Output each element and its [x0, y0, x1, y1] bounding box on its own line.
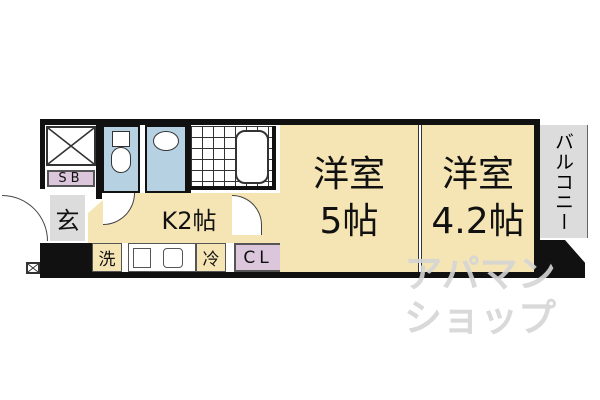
watermark-line2: ショップ [403, 296, 556, 340]
entrance: 玄 [50, 195, 85, 241]
room-size: 5帖 [319, 200, 379, 242]
storage-box [46, 126, 96, 166]
entry-door-swing [2, 195, 48, 241]
wall-inner [96, 119, 102, 199]
room-name: 洋室 [441, 153, 514, 195]
toilet-tank-icon [112, 131, 130, 147]
kitchen-label: K2帖 [161, 206, 217, 235]
fridge-space: 冷 [196, 243, 226, 272]
washer-space: 洗 [92, 243, 122, 272]
watermark-line1: アパマン [404, 252, 556, 296]
shoe-box: SB [47, 170, 95, 187]
toilet [102, 125, 140, 193]
room-size: 4.2帖 [431, 200, 525, 242]
wall-bottom [90, 272, 545, 278]
sliding-partition[interactable] [418, 125, 422, 272]
kitchen-counter [128, 243, 196, 272]
sink-icon [153, 131, 179, 151]
toilet-bowl-icon [111, 147, 131, 173]
wall-bottom-left [40, 243, 92, 278]
bathroom [191, 126, 276, 190]
wall-left [40, 119, 45, 189]
watermark: アパマン ショップ [380, 252, 580, 340]
room-name: 洋室 [312, 153, 385, 195]
sink-icon [163, 248, 183, 268]
stove-icon [133, 248, 151, 268]
western-room-4-2: 洋室 4.2帖 [422, 125, 534, 272]
balcony: バルコニー [540, 125, 588, 238]
western-room-5: 洋室 5帖 [280, 125, 418, 272]
wall-right [534, 119, 540, 278]
meter-box [26, 262, 40, 274]
bathtub-icon [235, 130, 269, 184]
wall-top [40, 119, 540, 125]
washroom [145, 125, 187, 193]
closet: CL [234, 243, 282, 272]
wall-bath [187, 125, 191, 193]
